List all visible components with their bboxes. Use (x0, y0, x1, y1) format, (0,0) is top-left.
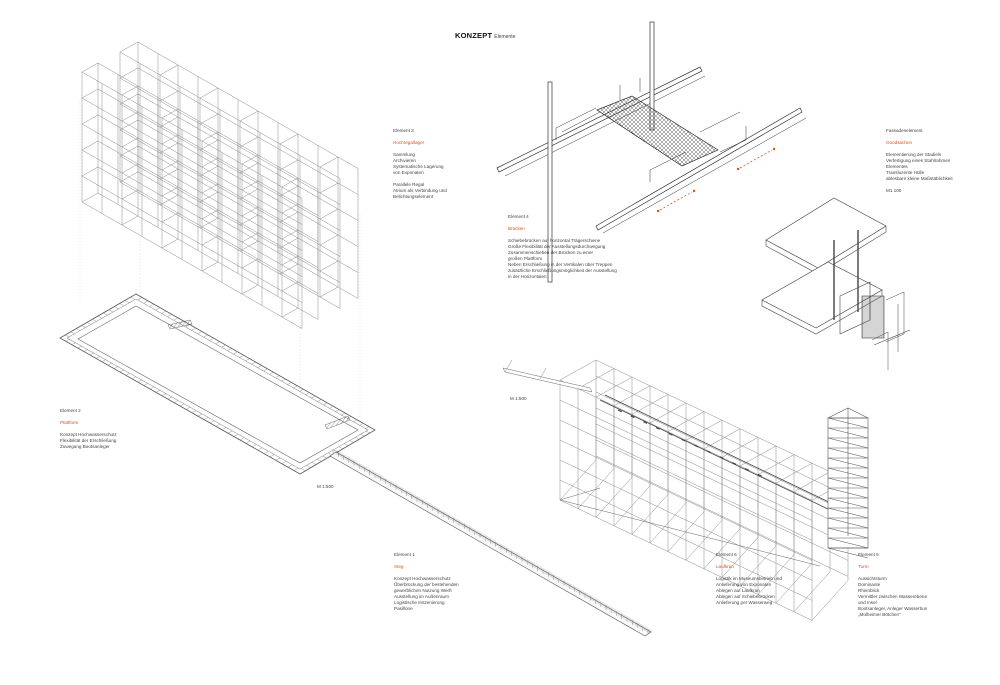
element5-line: und Insel (858, 600, 877, 605)
element1-label: Element 1 Steg Konzept Hochwasserschutz … (394, 552, 459, 612)
element4-line: Große Flexibilität der Ausstellungsdurch… (508, 244, 606, 249)
facade-line: ablesbare kleine Maßstäblichkeit (886, 176, 953, 181)
element6-line: Anlieferung von Exponaten (716, 582, 772, 587)
element1-name: Steg (394, 564, 404, 569)
element4-line: großen Plattform (508, 256, 543, 261)
element4-line: in der Horizontalen (508, 274, 547, 279)
element5-line: Dominante (858, 582, 881, 587)
element3-line: Parallele Regal (393, 182, 425, 187)
element5-head: Element 5 (858, 552, 879, 557)
element3-line: Sammlung (393, 152, 415, 157)
element2-label: Element 2 Plattform Konzept Hochwassersc… (60, 408, 117, 450)
element2-name: Plattform (60, 420, 79, 425)
element4-line: zusätzliche Erschließungsmöglichkeit der… (508, 268, 617, 273)
scale-label-right: M 1:500 (510, 396, 527, 401)
element6-line: Ablegen auf Schiebebrücken (716, 594, 775, 599)
facade-line: Elementes (886, 164, 908, 169)
element5-line: „Mülheimer Bötchen“ (858, 612, 901, 617)
facade-scale: M1 100 (886, 188, 902, 193)
element1-head: Element 1 (394, 552, 415, 557)
element6-line: Anlieferung per Wasserweg (716, 600, 773, 605)
facade-element-drawing (761, 197, 911, 370)
element2-head: Element 2 (60, 408, 81, 413)
rack-storage-drawing (79, 41, 361, 440)
element4-line: Neben Erschließung in der Vertikalen übe… (508, 262, 613, 267)
element5-line: Bootsanleger, Anleger Wasserbus (858, 606, 928, 611)
facade-line: Verfertigung eines Stahlrahmen (886, 158, 951, 163)
element4-label: Element 4 Brücken Schiebebrücken auf hor… (508, 214, 617, 280)
element6-head: Element 6 (716, 552, 737, 557)
element4-name: Brücken (508, 226, 525, 231)
element2-line: Konzept Hochwasserschutz (60, 432, 117, 437)
element2-line: Flexibilität der Erschließung (60, 438, 117, 443)
element5-line: Aussichtsturm (858, 576, 887, 581)
bridge-drawing (496, 21, 807, 283)
tower-drawing (827, 407, 869, 559)
element1-line: gewerblichen Nutzung Werft (394, 588, 452, 593)
concept-title-main: KONZEPT (455, 31, 493, 40)
element5-name: Turm (858, 564, 869, 569)
element4-line: Zusammenschieben der Brücken zu einer (508, 250, 594, 255)
facade-line: Transluzente Hülle (886, 170, 925, 175)
element3-name: Hochregallager (393, 140, 425, 145)
element6-name: Laufkran (716, 564, 734, 569)
scale-label-left: M 1:500 (317, 484, 334, 489)
facade-line: Elementierung der Stadiels (886, 152, 942, 157)
element3-label: Element 3 Hochregallager Sammlung Archiv… (393, 128, 447, 200)
element5-line: Rheinblick (858, 588, 880, 593)
element4-line: Schiebebrücken auf horizontal Trägerschi… (508, 238, 601, 243)
element6-line: Logistik im Museumsbetrieb und (716, 576, 782, 581)
element5-line: Vermittler zwischen Wasserebene (858, 594, 928, 599)
crane-hall-drawing (502, 359, 849, 621)
platform-drawing (59, 293, 376, 475)
facade-head: Fassadenelement (886, 128, 923, 133)
element1-line: Überbrückung der bestehenden (394, 582, 459, 587)
walkway-drawing (329, 449, 652, 637)
element3-line: Archivieren (393, 158, 416, 163)
element3-line: von Exponaten (393, 170, 424, 175)
element2-line: Zuwegung Bootsanleger (60, 444, 110, 449)
concept-title-sub: Elemente (494, 34, 516, 40)
element1-line: Ausstellung im Außenraum (394, 594, 449, 599)
element6-label: Element 6 Laufkran Logistik im Museumsbe… (716, 552, 782, 606)
element3-line: Atrium als Verbindung und (393, 188, 447, 193)
element3-line: Systematische Lagerung (393, 164, 444, 169)
element6-line: Ablegen auf Laufkran (716, 588, 760, 593)
facade-name: Goodsachen (886, 140, 913, 145)
element4-head: Element 4 (508, 214, 529, 219)
element3-line: Belichtungselement (393, 194, 434, 199)
element5-label: Element 5 Turm Aussichtsturm Dominante R… (858, 552, 927, 618)
element1-line: Logistische Inszenierung (394, 600, 445, 605)
element3-head: Element 3 (393, 128, 414, 133)
facade-label: Fassadenelement Goodsachen Elementierung… (886, 128, 953, 194)
element1-line: Konzept Hochwasserschutz (394, 576, 451, 581)
element1-line: Pasillone (394, 606, 413, 611)
